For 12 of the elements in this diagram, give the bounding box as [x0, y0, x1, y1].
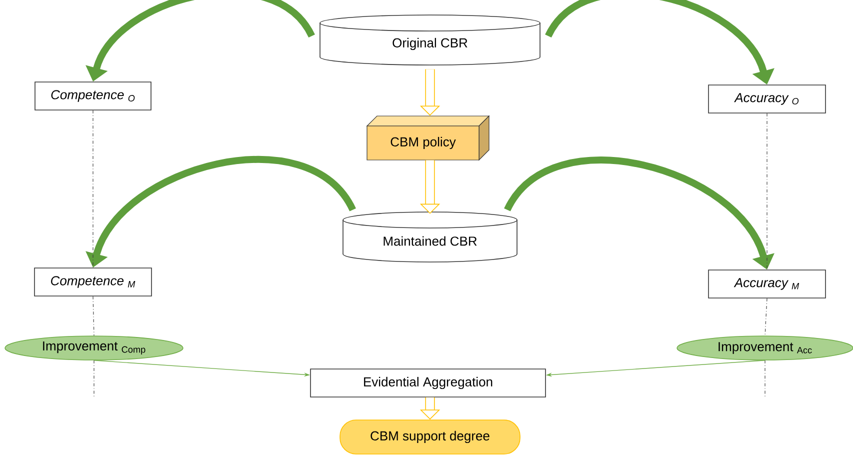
process-box: Evidential Aggregation — [310, 368, 546, 398]
dash-dot-line — [766, 113, 768, 270]
dash-dot-line — [92, 296, 94, 336]
database-cylinder: Original CBR — [320, 14, 540, 66]
result-pill: CBM support degree — [340, 420, 520, 454]
database-cylinder: Maintained CBR — [342, 212, 518, 262]
label-box: Accuracy $_{M}$ — [708, 270, 826, 298]
label-box: Competence $_{M}$ — [34, 268, 152, 296]
dash-dot-line — [764, 298, 768, 336]
label-box: Accuracy $_{O}$ — [708, 84, 826, 114]
dash-dot-line — [92, 110, 94, 268]
label-box: Competence $_{O}$ — [34, 82, 152, 110]
